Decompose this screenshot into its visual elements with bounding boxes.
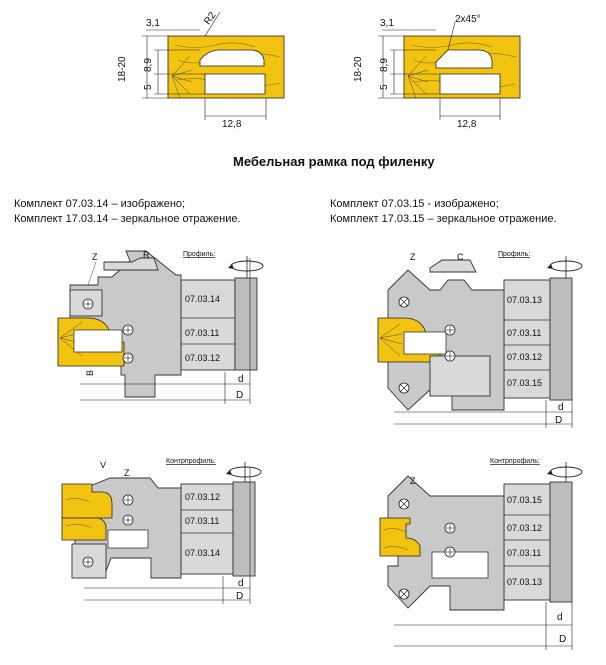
dim-3-1-r: 3,1 [380,18,394,29]
rotation-arrow-icon [228,256,264,278]
dim-8-9-r: 8,9 [379,58,390,72]
a1-d: d [238,374,244,385]
insert-screw-icon [82,494,134,568]
rotation-arrow-icon [226,462,262,484]
profile-right: 3,1 2x45° 18-20 8,9 5 12,8 [353,14,521,130]
a4-D: D [559,634,566,645]
a1-D: D [236,390,243,401]
dim-5: 5 [143,84,154,90]
dim-12-8-r: 12,8 [457,119,477,130]
a3-v: V [100,460,106,470]
dim-5-r: 5 [379,84,390,90]
assembly-profile-right: Профиль: C Z 07.03.13 07.03.11 07.03.12 … [377,251,583,428]
a2-D: D [555,415,562,426]
a2-caption: Профиль: [498,251,530,258]
dim-18-20: 18-20 [117,56,128,82]
a1-caption: Профиль: [183,251,215,258]
a4-z: Z [410,476,416,486]
a1-b: B [85,370,95,376]
a3-code-1: 07.03.12 [185,492,220,502]
rotation-arrow-icon [547,462,583,484]
a2-code-3: 07.03.12 [507,352,542,362]
a1-z: Z [92,252,98,262]
assembly-profile-left: Профиль: R Z 07.03.14 07.03.11 07.03.12 … [57,250,264,404]
a4-code-4: 07.03.13 [507,577,542,587]
a2-d: d [558,402,564,413]
a3-D: D [236,591,243,602]
dim-8-9: 8,9 [143,58,154,72]
a2-code-1: 07.03.13 [507,295,542,305]
a4-code-2: 07.03.12 [507,523,542,533]
a3-caption: Контрпрофиль: [166,458,216,465]
dim-12-8: 12,8 [222,119,242,130]
a4-d: d [557,612,563,623]
a4-code-3: 07.03.11 [507,548,541,558]
page-title: Мебельная рамка под филенку [233,154,435,169]
a4-caption: Контрпрофиль: [490,458,540,465]
kit-right-1: Комплект 07.03.15 - изображено; [330,198,499,210]
insert-screw-icon [444,324,456,362]
assembly-counterprofile-right: Контрпрофиль: Z 07.03.15 07.03.12 07.03.… [379,458,583,650]
a3-code-3: 07.03.14 [185,548,220,558]
kit-right-2: Комплект 17.03.15 – зеркальное отражение… [330,213,557,225]
a4-code-1: 07.03.15 [507,495,542,505]
a1-code-1: 07.03.14 [185,294,220,304]
a2-z: Z [410,252,416,262]
rotation-arrow-icon [547,256,583,278]
a3-d: d [238,578,244,589]
assembly-counterprofile-left: Контрпрофиль: V Z 07.03.12 07.03.11 07.0… [61,458,262,604]
dim-18-20-r: 18-20 [353,56,364,82]
dim-chamfer: 2x45° [455,14,481,25]
a1-r: R [143,250,150,260]
dim-radius: R2 [202,10,219,27]
dim-3-1: 3,1 [146,18,160,29]
profile-left: 3,1 R2 18-20 8,9 5 12,8 [117,10,285,130]
a3-code-2: 07.03.11 [185,516,219,526]
a1-code-3: 07.03.12 [185,353,220,363]
kit-left-1: Комплект 07.03.14 – изображено; [14,198,185,210]
cross-screw-icon [398,498,410,600]
cross-screw-icon [398,296,410,394]
insert-screw-icon [444,522,456,558]
a2-code-4: 07.03.15 [507,378,542,388]
a2-c: C [457,252,464,262]
insert-screw-icon [82,298,134,364]
a3-z: Z [124,468,130,478]
a2-code-2: 07.03.11 [507,328,541,338]
a1-code-2: 07.03.11 [185,328,219,338]
kit-left-2: Комплект 17.03.14 – зеркальное отражение… [14,213,241,225]
